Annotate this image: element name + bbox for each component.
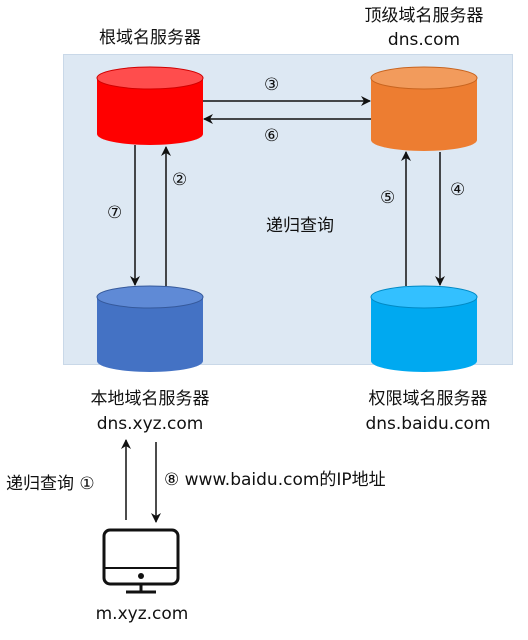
recursive-query-title: 递归查询 — [266, 216, 334, 236]
step-4-label: ④ — [450, 180, 466, 200]
step-1-label: 递归查询 ① — [6, 474, 95, 494]
local-server-label: 本地域名服务器 — [90, 389, 210, 409]
local-server-cylinder — [96, 285, 204, 372]
step-8-label: ⑧ www.baidu.com的IP地址 — [164, 470, 386, 490]
root-server-cylinder — [96, 66, 204, 145]
auth-server-label: 权限域名服务器 — [368, 389, 488, 409]
client-domain: m.xyz.com — [95, 604, 189, 624]
step-2-label: ② — [172, 170, 188, 190]
root-server-label: 根域名服务器 — [99, 28, 201, 48]
computer-icon — [102, 528, 180, 594]
auth-server-cylinder — [370, 285, 478, 372]
step-7-label: ⑦ — [107, 203, 123, 223]
tld-server-cylinder — [370, 66, 478, 151]
tld-server-label: 顶级域名服务器 — [364, 6, 484, 26]
step-3-label: ③ — [264, 75, 280, 95]
tld-server-domain: dns.com — [387, 30, 461, 50]
step-6-label: ⑥ — [264, 126, 280, 146]
step-5-label: ⑤ — [380, 188, 396, 208]
auth-server-domain: dns.baidu.com — [365, 414, 491, 434]
local-server-domain: dns.xyz.com — [96, 414, 204, 434]
